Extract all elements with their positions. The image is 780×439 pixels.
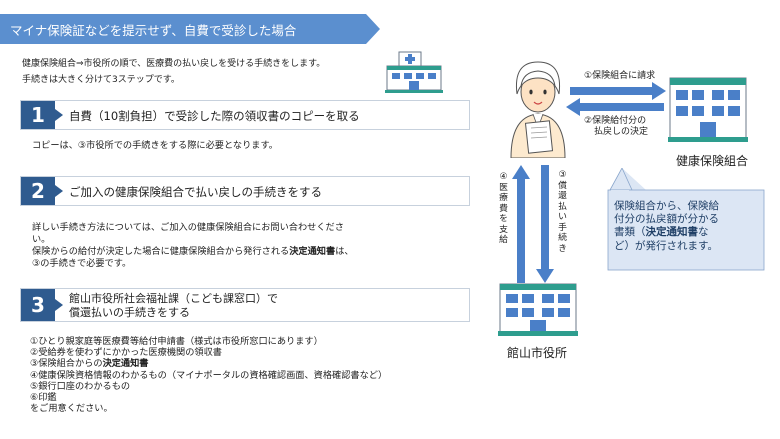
step-1: 1 自費（10割負担）で受診した際の領収書のコピーを取る [20,100,470,130]
step-2-description: 詳しい手続き方法については、ご加入の健康保険組合にお問い合わせくださ い。 保険… [32,222,354,270]
step-2-desc-line-3: 保険からの給付が決定した場合に健康保険組合から発行される決定通知書は、 [32,246,354,258]
intro-line-2: 手続きは大きく分けて3ステップです。 [22,75,180,85]
step-2-desc-line-2: い。 [32,234,51,245]
decision-label-line-1: ②保険給付分の [584,116,647,126]
step-2: 2 ご加入の健康保険組合で払い戻しの手続きをする [20,176,470,206]
step-3-title: 館山市役所社会福祉課（こども課窓口）で 償還払いの手続きをする [69,292,278,320]
callout-bubble [607,168,765,271]
list-item: ⑤銀行口座のわかるもの [30,380,131,392]
hospital-icon [385,51,443,93]
callout-decision-notice: 決定通知書 [645,226,699,239]
decision-notice-emphasis: 決定通知書 [289,246,336,257]
intro-line-1: 健康保険組合⇒市役所の順で、医療費の払い戻しを受ける手続きをします。 [22,59,326,69]
step-3-number: 3 [21,289,63,321]
banner-shape [0,14,380,44]
step-3-title-line-1: 館山市役所社会福祉課（こども課窓口）で [69,292,278,305]
step-3: 3 館山市役所社会福祉課（こども課窓口）で 償還払いの手続きをする [20,288,470,322]
list-closing: をご用意ください。 [30,403,113,415]
step-2-desc-line-3-post: は、 [335,246,354,257]
page-banner: マイナ保険証などを提示せず、自費で受診した場合 [0,14,380,44]
step-2-desc-line-1: 詳しい手続き方法については、ご加入の健康保険組合にお問い合わせくださ [32,222,344,233]
insurer-building-icon [668,77,748,142]
step-2-number: 2 [21,177,63,205]
step-2-desc-line-3-pre: 保険からの給付が決定した場合に健康保険組合から発行される [32,246,290,257]
reimbursement-arrow-down [536,165,554,283]
required-items-list: ①ひとり親家庭等医療費等給付申請書（様式は市役所窓口にあります） ②受給券を使わ… [30,336,387,414]
step-1-title: 自費（10割負担）で受診した際の領収書のコピーを取る [69,109,360,123]
list-item: ④健康保険資格情報のわかるもの（マイナポータルの資格確認画面、資格確認書など） [30,369,388,381]
callout-line-3-pre: 書類（ [614,226,646,239]
insurer-label: 健康保険組合 [676,154,749,168]
payment-arrow-up [512,165,530,283]
step-3-title-line-2: 償還払いの手続きをする [69,306,190,319]
callout-line-3-post: な [698,226,709,239]
banner-title: マイナ保険証などを提示せず、自費で受診した場合 [10,23,297,38]
callout-text: 保険組合から、保険給 付分の払戻額が分かる 書類（決定通知書な ど）が発行されま… [614,200,754,253]
callout-line-1: 保険組合から、保険給 [614,200,719,212]
list-item: ⑥印鑑 [30,392,57,404]
person-with-document-icon [510,61,566,158]
city-hall-building-icon [498,283,578,336]
list-item: ③保険組合からの決定通知書 [30,358,387,369]
step-2-desc-line-4: ③の手続きで必要です。 [32,258,132,269]
step-1-description: コピーは、③市役所での手続きをする際に必要となります。 [32,140,278,151]
request-label: ①保険組合に請求 [584,71,656,81]
reimbursement-vertical-label: ③償還払い手続き [558,170,567,254]
callout-line-4: ど）が発行されます。 [614,239,718,252]
list-item: ②受給券を使わずにかかった医療機関の領収書 [30,347,222,359]
decision-arrow [566,98,664,116]
request-arrow [570,82,666,100]
list-item-3-pre: ③保険組合からの [30,358,103,370]
callout-line-3: 書類（決定通知書な [614,226,754,239]
step-2-title: ご加入の健康保険組合で払い戻しの手続きをする [69,185,322,199]
list-item: ①ひとり親家庭等医療費等給付申請書（様式は市役所窓口にあります） [30,336,323,347]
step-1-number: 1 [21,101,63,129]
callout-line-2: 付分の払戻額が分かる [614,213,719,226]
payment-vertical-label: ④医療費を支給 [499,172,508,245]
list-item-3-bold: 決定通知書 [102,358,149,370]
city-hall-label: 館山市役所 [507,346,568,360]
decision-label-line-2: 払戻しの決定 [594,127,649,137]
